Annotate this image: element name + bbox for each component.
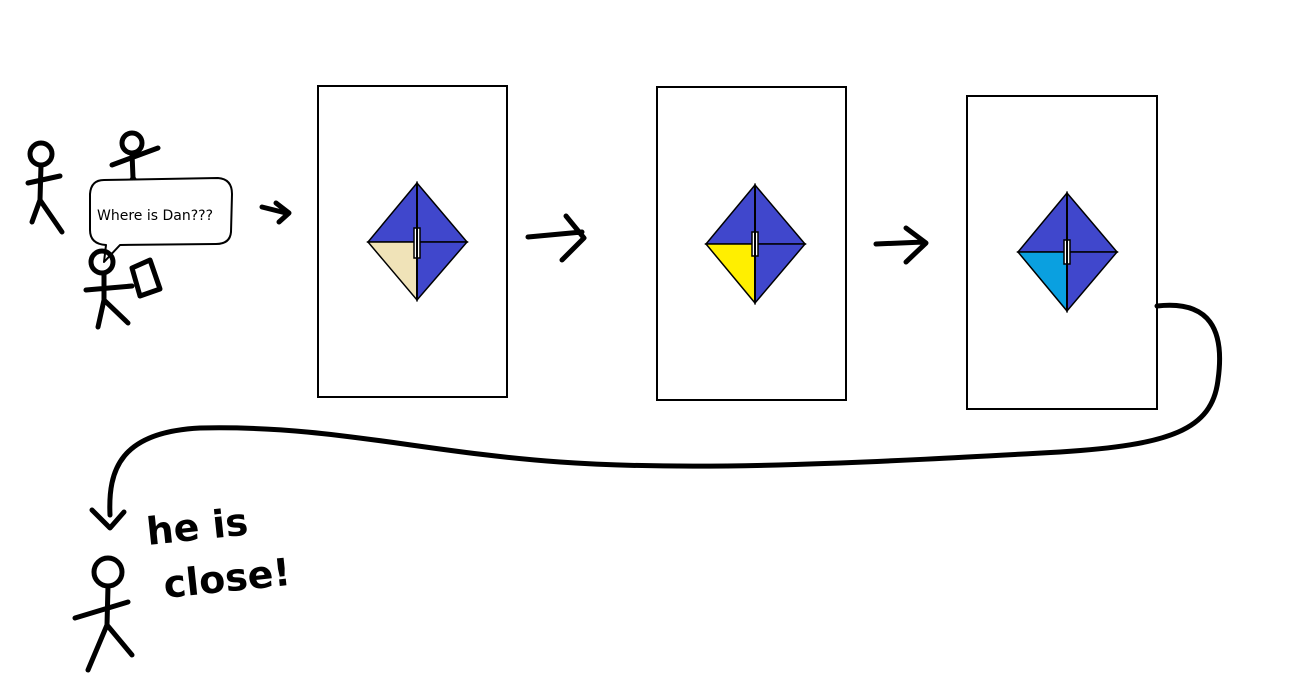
arrow-1 [259, 200, 292, 225]
caption-line-1: he is [144, 500, 250, 554]
connector-arrowhead [89, 507, 127, 531]
diamond-kite-1 [366, 180, 469, 303]
panel-2 [656, 86, 847, 401]
diamond-kite-2 [704, 182, 807, 306]
stick-figure-bottom [72, 555, 135, 673]
speech-bubble: Where is Dan??? [89, 177, 233, 263]
panel-1 [317, 85, 508, 398]
curved-connector-line [89, 302, 1223, 531]
arrow-3 [873, 225, 929, 265]
diamond-kite-3 [1016, 190, 1119, 314]
stick-figure-left [25, 140, 65, 235]
stick-figure-holding-card [83, 248, 163, 330]
panel-3 [966, 95, 1158, 410]
speech-bubble-text: Where is Dan??? [97, 208, 213, 224]
caption: he is close! [144, 500, 292, 607]
caption-line-2: close! [161, 550, 292, 607]
arrow-2 [525, 213, 587, 263]
